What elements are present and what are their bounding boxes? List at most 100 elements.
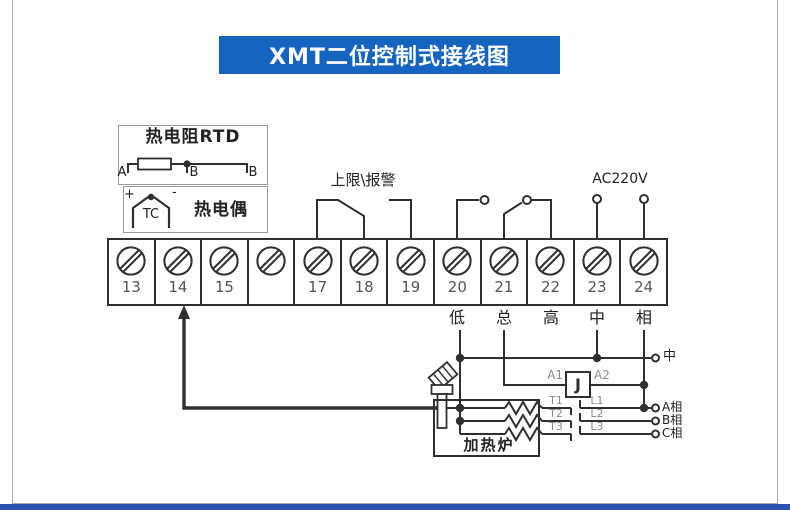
terminal-19: 19 [388,240,436,304]
common-blade-wire [503,201,523,238]
terminal-18: 18 [342,240,389,304]
phase-a-terminal [651,403,660,413]
relay-coil-box: J [565,371,591,398]
row1-wire [446,400,651,415]
neutral-out-label: 中 [663,349,677,364]
row2-wire [460,413,651,428]
coil-a2-label: A2 [594,368,610,382]
tc-plus-label: + [124,187,135,202]
terminal-14: 14 [156,240,203,304]
rtd-sensor-box [118,125,268,185]
ac-terminal-2 [639,194,649,204]
low-contact-wire [456,199,479,238]
contact-l1-label: L1 [590,394,604,407]
high-contact-wire [531,199,552,238]
screw-icon [629,246,659,276]
phase-c-label: C相 [662,426,683,440]
tc-core-label: TC [142,207,160,222]
rtd-lead-b1-label: B [189,165,199,180]
tc-sensor-box [123,186,268,233]
heater-resistor-1 [504,400,543,416]
phase-b-label: B相 [662,413,683,427]
screw-icon [489,246,519,276]
bus-label-low: 低 [448,308,466,327]
terminal-number: 20 [447,278,467,296]
common-riser-to-coil [503,330,565,386]
contact-l2-label: L2 [590,407,604,420]
terminal-number: 23 [587,278,607,296]
rtd-title: 热电阻RTD [145,127,241,147]
ac-terminal-1 [592,194,602,204]
neutral-out-terminal [651,353,660,363]
screw-icon [256,246,286,276]
contact-t1-label: T1 [549,394,563,407]
screw-icon [209,246,240,276]
screw-icon [442,246,472,276]
sensor-feedback-line [182,317,437,410]
screw-icon [582,246,612,276]
phase-b-terminal [651,416,660,426]
heater-resistor-2 [504,413,543,429]
screw-icon [116,246,146,276]
screw-icon [535,246,566,276]
alarm-switch-wire [316,199,365,238]
terminal-number: 17 [308,278,328,296]
phase-a-label: A相 [662,400,683,414]
row3-wire [460,426,651,441]
temperature-probe-icon [427,360,459,429]
bus-label-neutral: 中 [588,308,606,327]
screw-icon [396,246,426,276]
bus-label-common: 总 [495,308,513,327]
rtd-lead-b2-label: B [248,165,258,180]
furnace-box [433,399,540,457]
terminal-16-blank [249,240,296,304]
power-label: AC220V [592,171,648,187]
terminal-22: 22 [528,240,575,304]
tc-title: 热电偶 [194,200,248,220]
blade-pivot-circle [522,195,532,205]
terminal-strip: 13 14 15 17 18 19 20 [107,238,668,306]
terminal-23: 23 [575,240,622,304]
terminal-20: 20 [435,240,482,304]
page-border [12,0,778,504]
screw-icon [349,246,379,276]
arrow-up-icon [178,305,190,319]
terminal-17: 17 [295,240,342,304]
footer-bar [0,504,790,510]
low-contact-circle [479,195,490,205]
alarm-hook-wire [389,199,412,238]
terminal-number: 14 [168,278,188,296]
contact-t3-label: T3 [549,420,563,433]
terminal-number: 21 [494,278,514,296]
relay-name: J [575,375,581,394]
rtd-resistor-symbol [137,157,172,171]
furnace-label: 加热炉 [463,436,515,454]
terminal-21: 21 [482,240,529,304]
bus-label-high: 高 [542,308,560,327]
rtd-lead-a-label: A [117,165,127,180]
screw-icon [163,246,193,276]
coil-a1-label: A1 [547,368,563,382]
tc-minus-label: - [172,185,177,200]
heater-resistor-3 [504,426,543,442]
terminal-number: 13 [121,278,141,296]
terminal-number: 15 [214,278,234,296]
title-bar: XMT二位控制式接线图 [219,36,560,74]
alarm-label: 上限\报警 [330,171,396,189]
phase-c-terminal [651,429,660,439]
terminal-15: 15 [202,240,249,304]
wires [127,157,660,442]
terminal-number: 18 [354,278,374,296]
terminal-number: 19 [401,278,421,296]
screw-icon [302,246,333,276]
contact-l3-label: L3 [590,420,604,433]
terminal-13: 13 [109,240,156,304]
contact-t2-label: T2 [549,407,563,420]
terminal-number: 24 [634,278,654,296]
page-title: XMT二位控制式接线图 [269,45,510,70]
bus-label-phase: 相 [635,308,653,327]
terminal-number: 22 [540,278,561,296]
junction-dots [147,160,649,426]
